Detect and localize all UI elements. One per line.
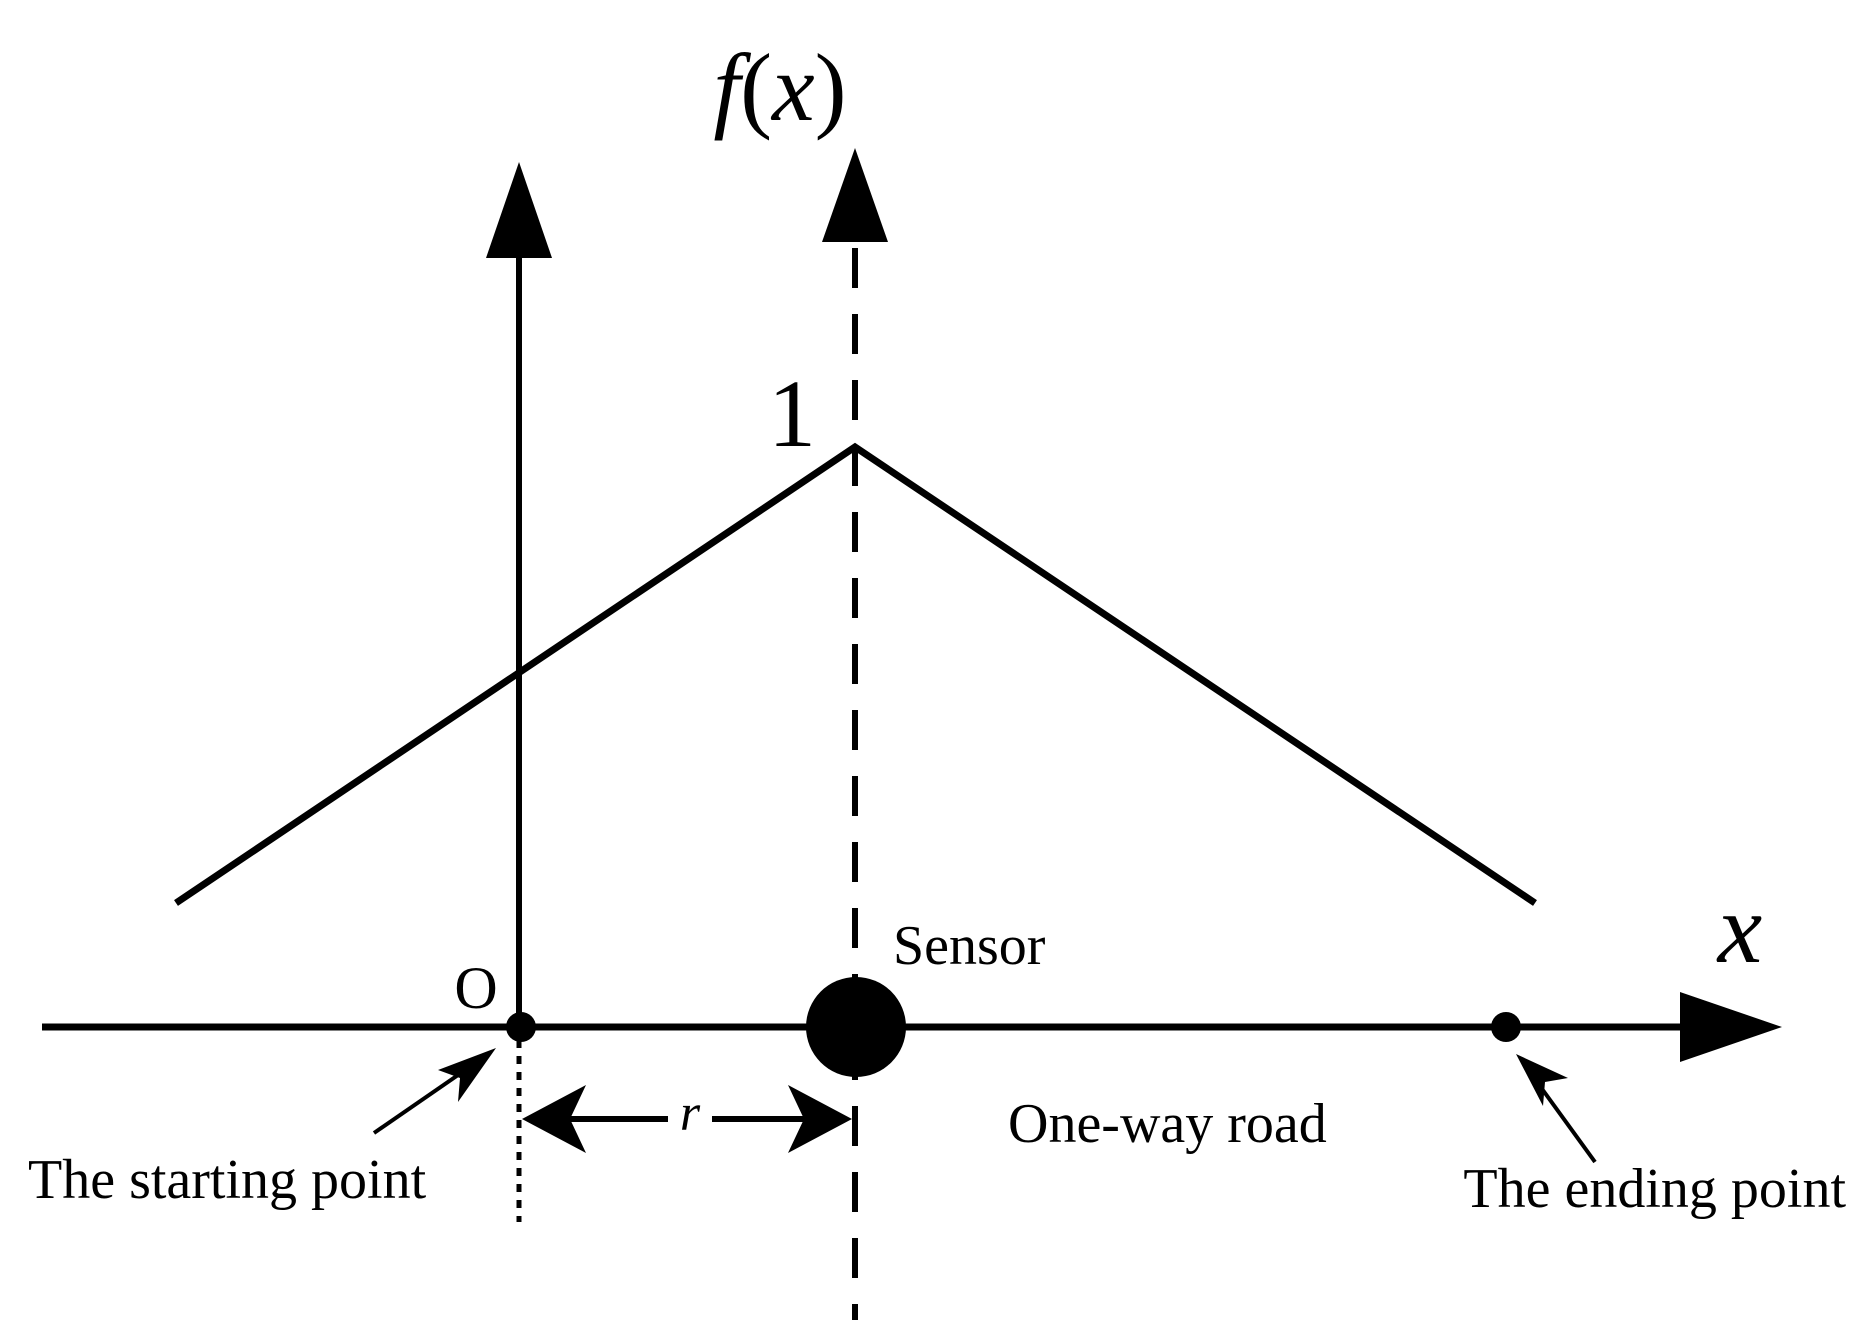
r-dimension-arrowhead-right [788, 1085, 852, 1153]
sensor-dot [806, 977, 906, 1077]
origin-label: O [454, 955, 497, 1021]
start-pointer-arrowhead [438, 1048, 496, 1102]
end-pointer-line [1535, 1080, 1597, 1164]
ending-point-label: The ending point [1463, 1158, 1846, 1220]
x-axis-label: x [1716, 873, 1762, 984]
r-dimension-arrowhead-left [522, 1085, 586, 1153]
starting-point-dot [506, 1012, 536, 1042]
x-axis-arrowhead [1680, 992, 1782, 1062]
fx-axis-arrowhead [822, 148, 888, 242]
fx-axis-label-x: x [770, 34, 815, 141]
ending-point-dot [1491, 1012, 1521, 1042]
vertical-axis-arrowhead [486, 162, 552, 258]
sensor-label: Sensor [893, 915, 1046, 977]
starting-point-label: The starting point [28, 1149, 427, 1211]
peak-value-label: 1 [768, 360, 816, 467]
end-pointer-arrowhead [1516, 1054, 1568, 1106]
r-label: r [680, 1085, 701, 1142]
fx-axis-label: f(x) [713, 34, 846, 141]
road-label: One-way road [1008, 1093, 1327, 1155]
fx-axis-label-open: ( [740, 34, 772, 141]
fx-curve [174, 442, 1537, 906]
fx-axis-label-close: ) [815, 34, 847, 141]
